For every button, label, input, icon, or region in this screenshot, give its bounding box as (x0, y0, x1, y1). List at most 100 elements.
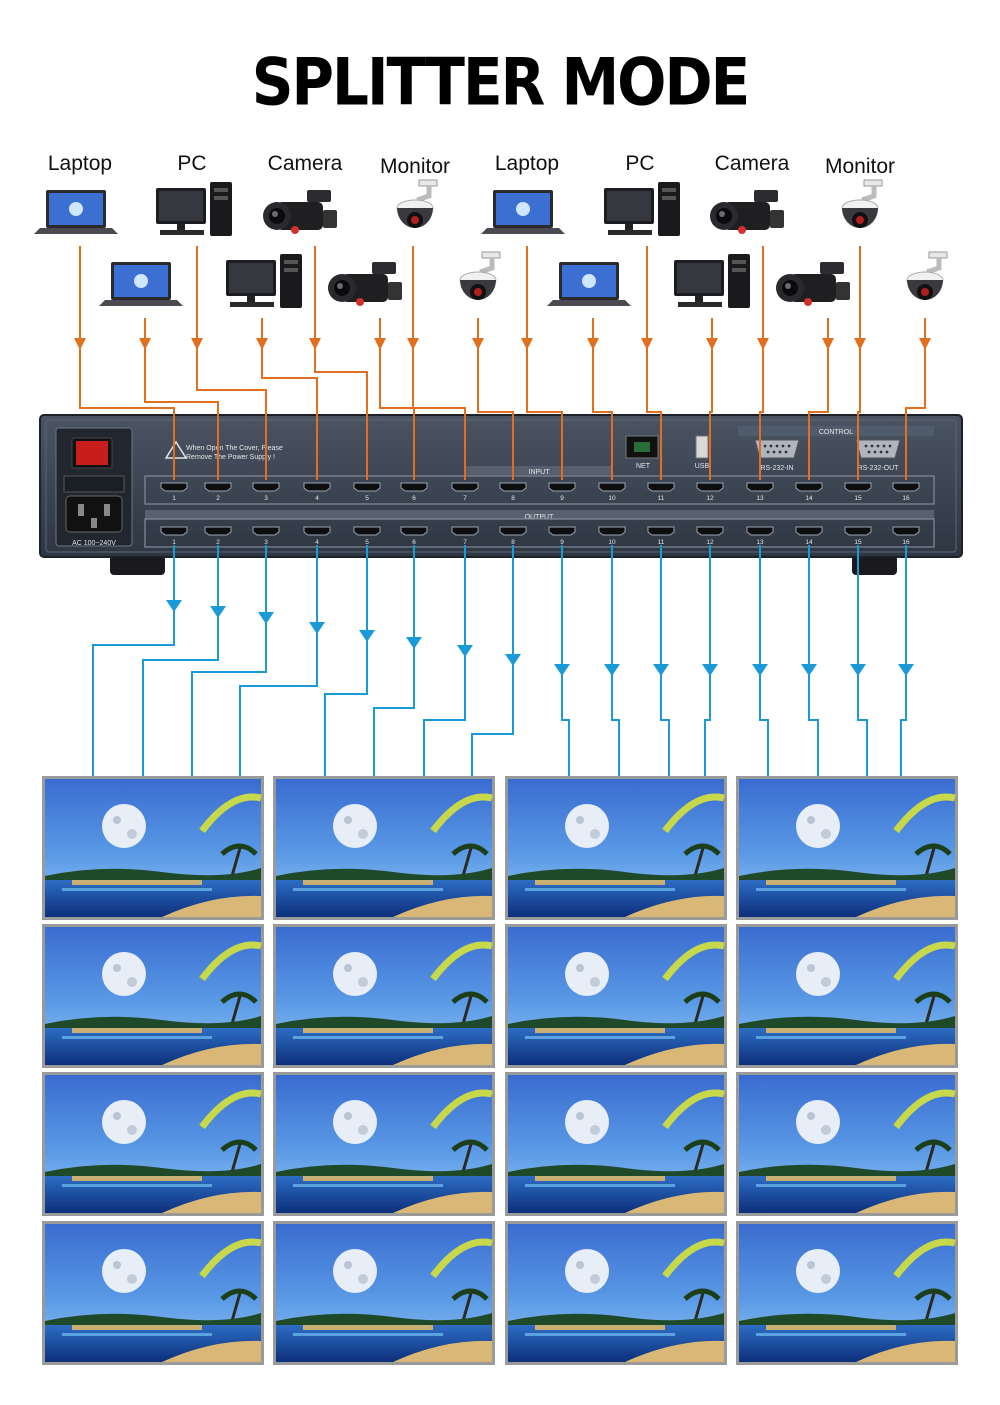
moon-icon (333, 804, 377, 848)
pc-icon (674, 254, 750, 308)
arrow-down-icon (309, 622, 325, 634)
input-port-number: 13 (756, 495, 764, 502)
palm-tree-icon (220, 991, 258, 1004)
input-line (709, 318, 713, 480)
arrow-down-icon (752, 664, 768, 676)
palm-leaf-icon (199, 1089, 262, 1130)
output-line (561, 545, 570, 776)
moon-icon (565, 952, 609, 996)
usb-port-icon (695, 435, 709, 459)
output-port-number: 14 (805, 539, 813, 546)
input-port-number: 3 (264, 495, 268, 502)
palm-leaf-icon (430, 793, 493, 834)
moon-icon (333, 1100, 377, 1144)
output-port-icon (598, 526, 626, 536)
arrow-down-icon (406, 637, 422, 649)
input-label: INPUT (529, 469, 551, 476)
output-line (191, 545, 267, 776)
arrow-down-icon (702, 664, 718, 676)
laptop-icon (99, 262, 183, 306)
palm-tree-icon (683, 1139, 721, 1152)
moon-icon (565, 804, 609, 848)
palm-leaf-icon (199, 941, 262, 982)
dome-camera-icon (459, 251, 501, 300)
output-port-icon (303, 526, 331, 536)
input-port-icon (252, 482, 280, 492)
arrow-down-icon (74, 338, 86, 350)
arrow-down-icon (554, 664, 570, 676)
arrow-down-icon (472, 338, 484, 350)
input-port-number: 7 (463, 495, 467, 502)
arrow-down-icon (258, 612, 274, 624)
display-screen (273, 1221, 495, 1365)
output-line (239, 545, 318, 776)
output-port-icon (252, 526, 280, 536)
laptop-icon (481, 190, 565, 234)
input-port-icon (204, 482, 232, 492)
input-port-icon (548, 482, 576, 492)
output-port-icon (204, 526, 232, 536)
input-line (526, 246, 563, 480)
input-line (759, 246, 764, 480)
control-label: CONTROL (819, 429, 853, 436)
output-line (611, 545, 620, 776)
display-screen (736, 1221, 958, 1365)
display-screen (505, 1221, 727, 1365)
input-port-icon (795, 482, 823, 492)
pc-icon (226, 254, 302, 308)
source-label: Laptop (494, 152, 560, 175)
input-port-icon (451, 482, 479, 492)
palm-leaf-icon (199, 793, 262, 834)
input-port-icon (598, 482, 626, 492)
arrow-down-icon (256, 338, 268, 350)
output-port-number: 4 (315, 539, 319, 546)
palm-leaf-icon (430, 1089, 493, 1130)
warning-text-2: Remove The Power Supply ! (186, 454, 275, 461)
source-label: Monitor (824, 155, 896, 178)
source-label: Laptop (47, 152, 113, 175)
output-port-number: 12 (706, 539, 714, 546)
output-line (660, 545, 670, 776)
palm-tree-icon (914, 1139, 952, 1152)
input-port-number: 5 (365, 495, 369, 502)
input-line (646, 246, 662, 480)
source-label: Monitor (379, 155, 451, 178)
arrow-down-icon (359, 630, 375, 642)
arrow-down-icon (139, 338, 151, 350)
rs232-out-port-icon (855, 439, 901, 459)
input-port-number: 8 (511, 495, 515, 502)
input-line (477, 318, 514, 480)
camera-icon (263, 190, 337, 234)
net-label: NET (636, 463, 651, 470)
rs232-in-label: RS-232-IN (760, 465, 793, 472)
arrow-down-icon (521, 338, 533, 350)
input-line (79, 246, 175, 480)
palm-leaf-icon (430, 941, 493, 982)
page-title: SPLITTER MODE (251, 43, 751, 121)
input-port-number: 15 (854, 495, 862, 502)
moon-icon (102, 1100, 146, 1144)
rs232-out-label: RS-232-OUT (858, 465, 900, 472)
palm-leaf-icon (893, 1238, 956, 1279)
arrow-down-icon (854, 338, 866, 350)
display-screen (505, 924, 727, 1068)
moon-icon (796, 1249, 840, 1293)
display-screen (42, 924, 264, 1068)
palm-leaf-icon (893, 1089, 956, 1130)
arrow-down-icon (641, 338, 653, 350)
moon-icon (796, 952, 840, 996)
source-label: PC (625, 152, 655, 175)
arrow-down-icon (210, 606, 226, 618)
output-port-number: 6 (412, 539, 416, 546)
palm-tree-icon (451, 843, 489, 856)
source-label: PC (177, 152, 207, 175)
palm-leaf-icon (662, 941, 725, 982)
source-label: Camera (714, 152, 790, 175)
output-port-number: 5 (365, 539, 369, 546)
palm-tree-icon (451, 1139, 489, 1152)
output-port-number: 10 (608, 539, 616, 546)
output-line (142, 545, 219, 776)
display-screen (42, 1221, 264, 1365)
output-line (423, 545, 466, 776)
